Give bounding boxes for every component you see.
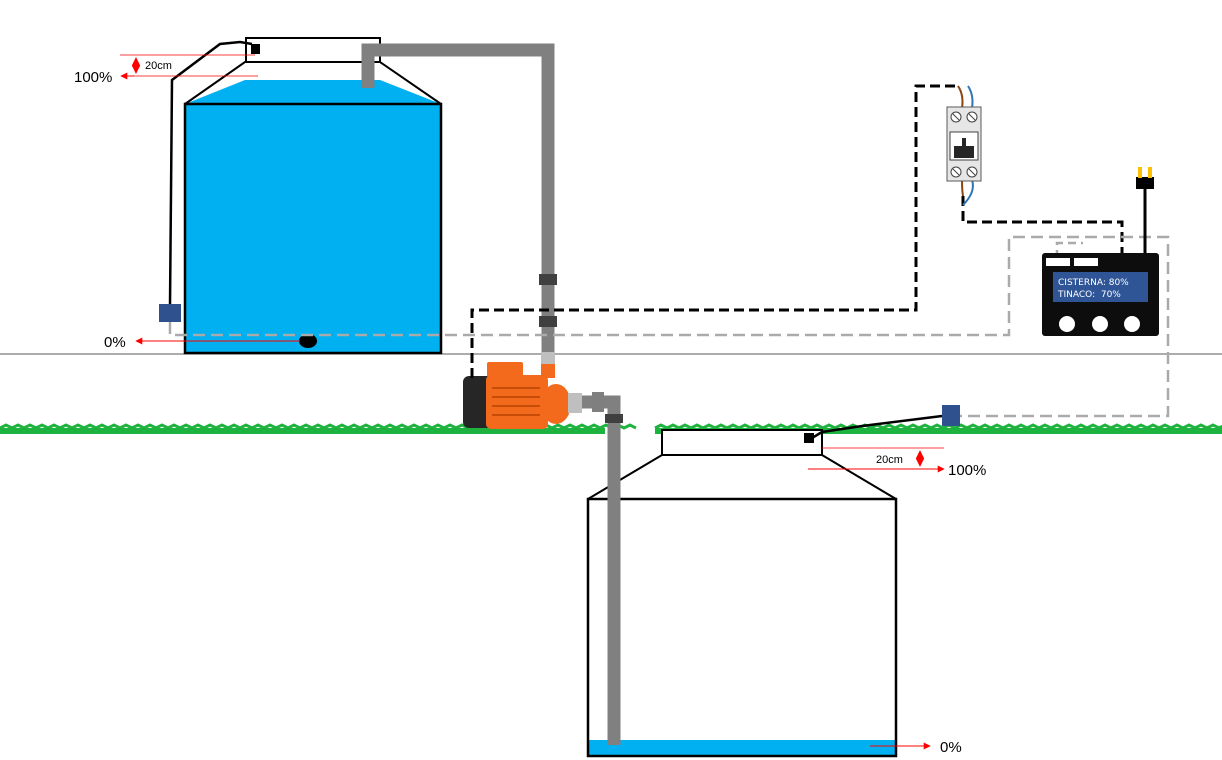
controller-button-2[interactable] (1092, 316, 1108, 332)
tinaco-tank (183, 37, 443, 355)
tinaco-control-wire (168, 235, 1170, 418)
controller-button-3[interactable] (1124, 316, 1140, 332)
cisterna-level-marks (808, 447, 945, 750)
suction-pipe (570, 392, 623, 745)
cisterna-tank (586, 429, 898, 758)
tinaco-lid (245, 37, 381, 63)
tinaco-float-sensor (251, 44, 260, 54)
circuit-breaker (946, 85, 982, 206)
tinaco-water-top (185, 80, 441, 104)
cisterna-lid (661, 429, 823, 456)
cisterna-full-label: 100% (948, 462, 986, 479)
controller-button-1[interactable] (1059, 316, 1075, 332)
tinaco-water (185, 104, 441, 353)
pump-controller (1042, 253, 1159, 336)
water-pump (463, 362, 582, 429)
cisterna-sensor-box (942, 405, 960, 426)
cisterna-sensor-gap-label: 20cm (876, 454, 903, 466)
cisterna-sensor-cable (811, 414, 943, 440)
cisterna-water (588, 740, 896, 756)
tinaco-sensor-box (159, 304, 181, 322)
tinaco-outlet (299, 334, 317, 348)
controller-display-line-2: TINACO: 70% (1057, 290, 1121, 300)
tinaco-empty-label: 0% (104, 334, 126, 351)
tinaco-full-label: 100% (74, 69, 112, 86)
power-plug (1136, 167, 1154, 254)
power-wire (470, 84, 960, 378)
controller-display-line-1: CISTERNA: 80% (1058, 278, 1129, 288)
controller-display (1053, 272, 1148, 302)
tinaco-sensor-gap-label: 20cm (145, 60, 172, 72)
power-wire-to-controller (961, 196, 1124, 253)
cisterna-empty-label: 0% (940, 739, 962, 756)
tinaco-level-marks (120, 54, 300, 345)
cisterna-float-sensor (804, 433, 814, 443)
tinaco-sensor-cable (168, 40, 253, 306)
discharge-pipe (361, 43, 557, 378)
